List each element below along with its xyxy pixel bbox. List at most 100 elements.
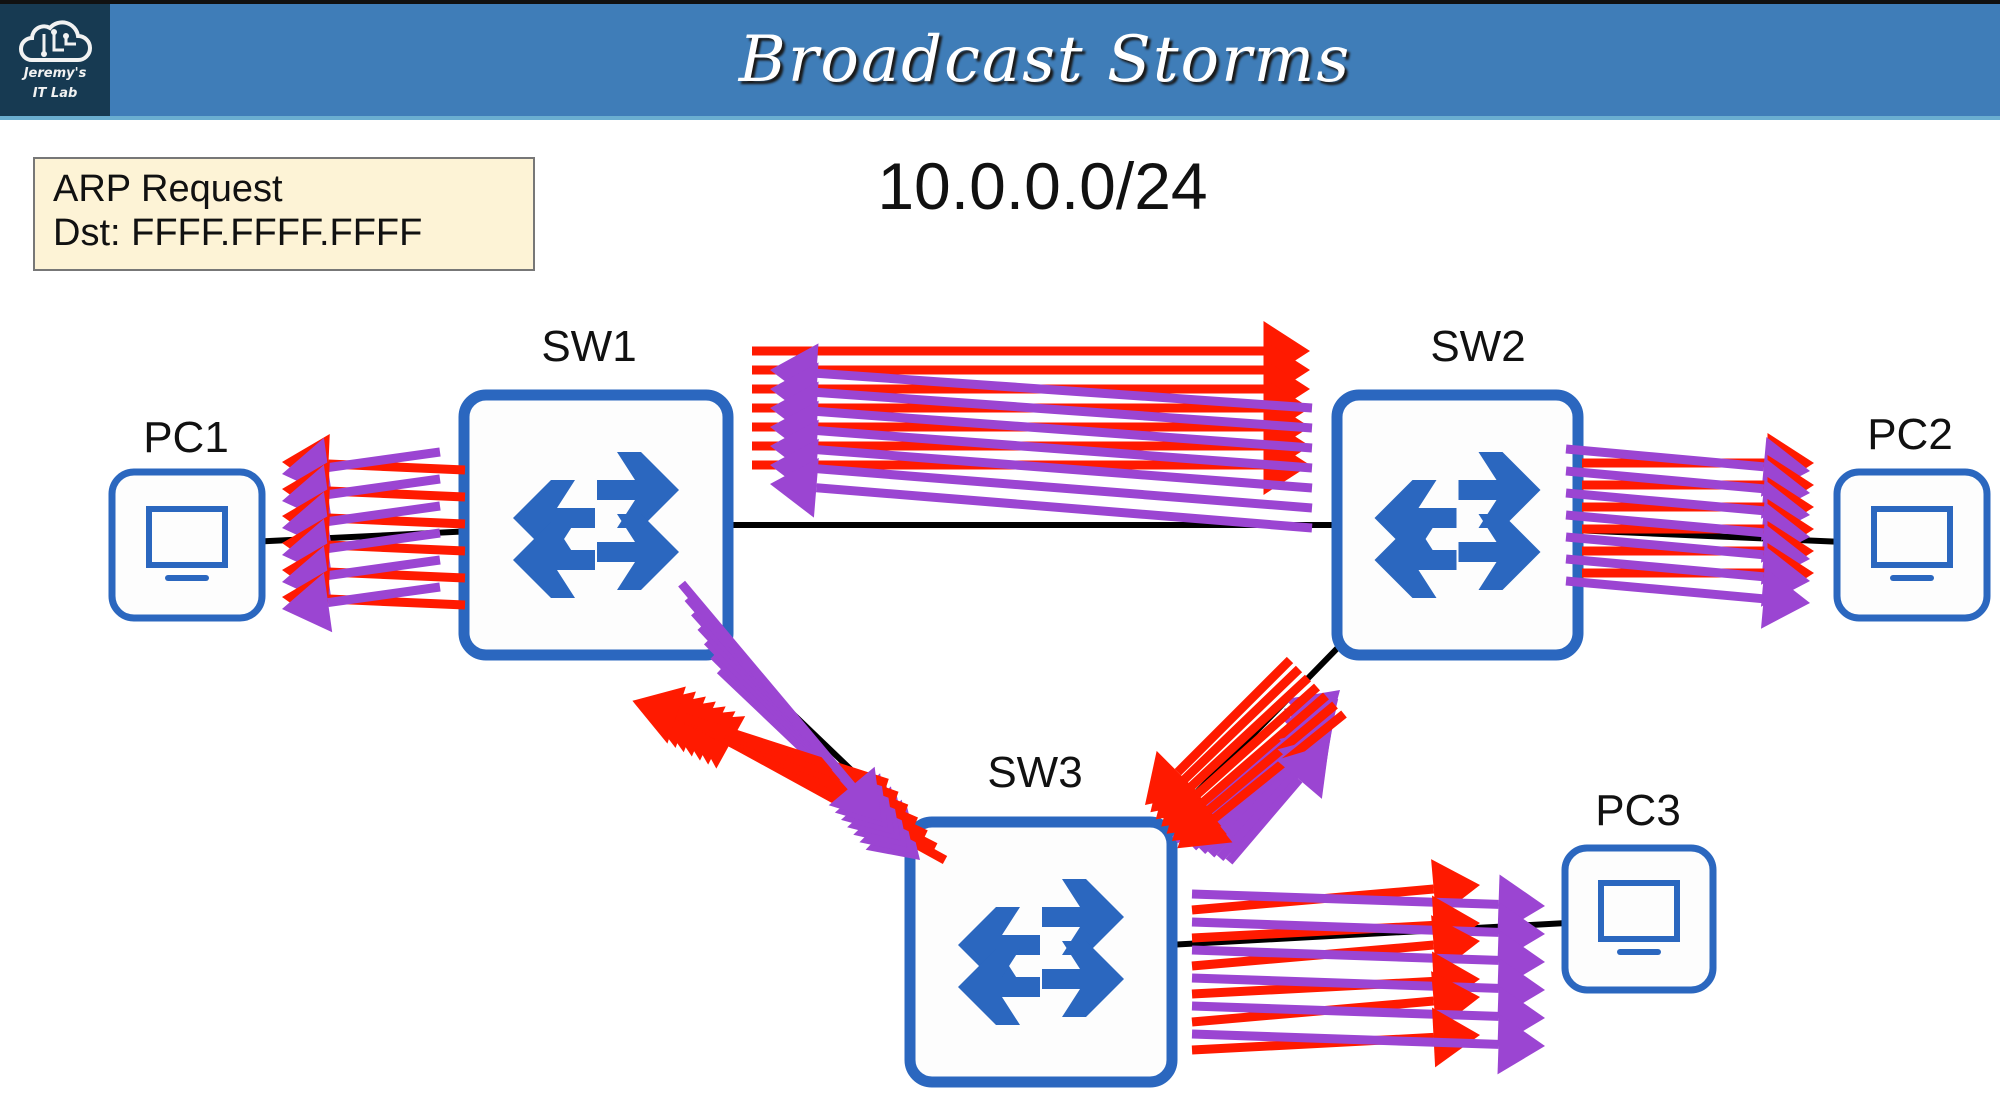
frame-arrow-purple-25-shaft [815, 483, 1313, 533]
switch-arrows-icon [1374, 452, 1541, 598]
frame-arrow-purple-29-shaft [1565, 466, 1765, 494]
frame-arrow-purple-31-shaft [1565, 488, 1765, 516]
frame-arrow-red-63-shaft [1204, 701, 1338, 815]
frame-arrow-purple-38 [1565, 568, 1810, 629]
monitor-icon [1598, 880, 1680, 942]
pc-pc3[interactable] [1561, 844, 1717, 994]
frame-arrow-purple-52-shaft [678, 580, 856, 789]
frame-arrow-purple-7-shaft [327, 528, 441, 554]
frame-arrow-purple-3-shaft [327, 474, 441, 500]
frame-arrow-purple-19-shaft [816, 368, 1313, 413]
frame-arrow-purple-78-shaft [1191, 1029, 1499, 1049]
switch-sw3[interactable] [904, 816, 1178, 1088]
frame-arrow-purple-25 [770, 457, 1313, 533]
pc-frame [1833, 468, 1991, 622]
right-arrow-icon [597, 452, 679, 528]
left-arrow-icon [1374, 480, 1457, 556]
frame-arrow-purple-11-head [282, 572, 333, 633]
pc-pc2[interactable] [1833, 468, 1991, 622]
switch-arrows-icon [958, 879, 1124, 1025]
right-arrow-icon [597, 514, 679, 590]
device-label-sw2: SW2 [1430, 322, 1526, 371]
frame-arrow-purple-38-head [1760, 568, 1810, 629]
frame-arrow-purple-66-shaft [1225, 776, 1303, 865]
frame-arrow-purple-78 [1191, 1014, 1545, 1075]
frame-arrow-red-51-head [632, 686, 686, 744]
frame-arrow-purple-11 [282, 572, 441, 633]
frame-arrow-red-61-shaft [1198, 692, 1329, 807]
frame-arrow-purple-9-shaft [327, 555, 441, 581]
left-arrow-icon [513, 480, 595, 556]
monitor-stand-icon [165, 575, 209, 581]
logo-line-1: Jeremy's [23, 66, 87, 81]
left-arrow-icon [958, 907, 1040, 983]
frame-arrow-red-65-shaft [1210, 710, 1347, 823]
device-label-pc3: PC3 [1595, 786, 1681, 835]
frame-arrow-purple-66-head [1276, 744, 1330, 799]
frame-arrow-red-51 [632, 686, 889, 788]
switch-sw1[interactable] [458, 389, 734, 661]
arp-request-note: ARP Request Dst: FFFF.FFFF.FFFF [33, 157, 535, 271]
pc-pc1[interactable] [108, 468, 266, 622]
frame-arrow-red-57-shaft [1186, 674, 1312, 792]
switch-frame [458, 389, 734, 661]
switch-frame [1331, 389, 1584, 661]
frame-arrow-purple-72-shaft [1191, 945, 1499, 965]
frame-arrow-red-55-shaft [1180, 665, 1303, 784]
right-arrow-icon [1458, 452, 1541, 528]
devices-layer [108, 389, 1991, 1088]
device-label-pc2: PC2 [1867, 410, 1953, 459]
arp-title: ARP Request [53, 168, 283, 210]
frame-arrow-red-77-head [1432, 1007, 1480, 1068]
frame-arrow-purple-64-shaft [1216, 766, 1304, 862]
frame-arrow-purple-52 [678, 580, 882, 822]
slide-title: Broadcast Storms [738, 23, 1352, 97]
left-arrow-icon [1374, 522, 1457, 598]
arrows-layer [282, 321, 1814, 1075]
frame-arrow-purple-76-shaft [1191, 1001, 1499, 1021]
frame-arrow-purple-1-shaft [327, 447, 441, 473]
device-label-sw3: SW3 [987, 748, 1083, 797]
device-label-sw1: SW1 [541, 322, 637, 371]
frame-arrow-red-53-shaft [1174, 656, 1294, 776]
cloud-circuit-icon [19, 20, 92, 62]
switch-sw2[interactable] [1331, 389, 1584, 661]
frame-arrow-red-65-head [1177, 795, 1233, 849]
frame-arrow-purple-20-shaft [816, 387, 1313, 433]
logo-line-2: IT Lab [32, 86, 78, 101]
frame-arrow-purple-11-shaft [327, 582, 441, 608]
monitor-icon [146, 506, 228, 568]
right-arrow-icon [1042, 879, 1124, 955]
frame-arrow-purple-38-shaft [1565, 576, 1765, 604]
frame-arrow-red-59-shaft [1192, 683, 1321, 799]
switch-frame [904, 816, 1178, 1088]
frame-arrow-red-65 [1177, 710, 1347, 849]
right-arrow-icon [1042, 941, 1124, 1017]
right-arrow-icon [1458, 514, 1541, 590]
frame-arrow-purple-78-head [1497, 1014, 1545, 1075]
frame-arrow-purple-33-shaft [1565, 510, 1765, 538]
frame-arrow-purple-21-shaft [816, 406, 1313, 453]
device-label-pc1: PC1 [143, 413, 229, 462]
frame-arrow-purple-66 [1225, 744, 1330, 865]
monitor-stand-icon [1617, 949, 1661, 955]
frame-arrow-red-51-shaft [675, 710, 889, 788]
frame-arrow-purple-52-head [828, 766, 882, 822]
monitor-stand-icon [1890, 575, 1934, 581]
frame-arrow-purple-68-shaft [1191, 889, 1499, 909]
logo: Jeremy's IT Lab [0, 4, 110, 116]
top-border [0, 0, 2000, 4]
subnet-label: 10.0.0.0/24 [877, 149, 1208, 223]
left-arrow-icon [513, 522, 595, 598]
pc-frame [1561, 844, 1717, 994]
monitor-icon [1871, 506, 1953, 568]
frame-arrow-purple-22-shaft [816, 426, 1313, 473]
slide-header: Jeremy's IT Lab Broadcast Storms [0, 4, 2000, 120]
frame-arrow-purple-5-shaft [327, 501, 441, 527]
arp-destination: Dst: FFFF.FFFF.FFFF [53, 212, 423, 254]
left-arrow-icon [958, 949, 1040, 1025]
switch-arrows-icon [513, 452, 679, 598]
frame-arrow-purple-24-shaft [815, 464, 1313, 513]
frame-arrow-purple-27-shaft [1565, 444, 1765, 472]
